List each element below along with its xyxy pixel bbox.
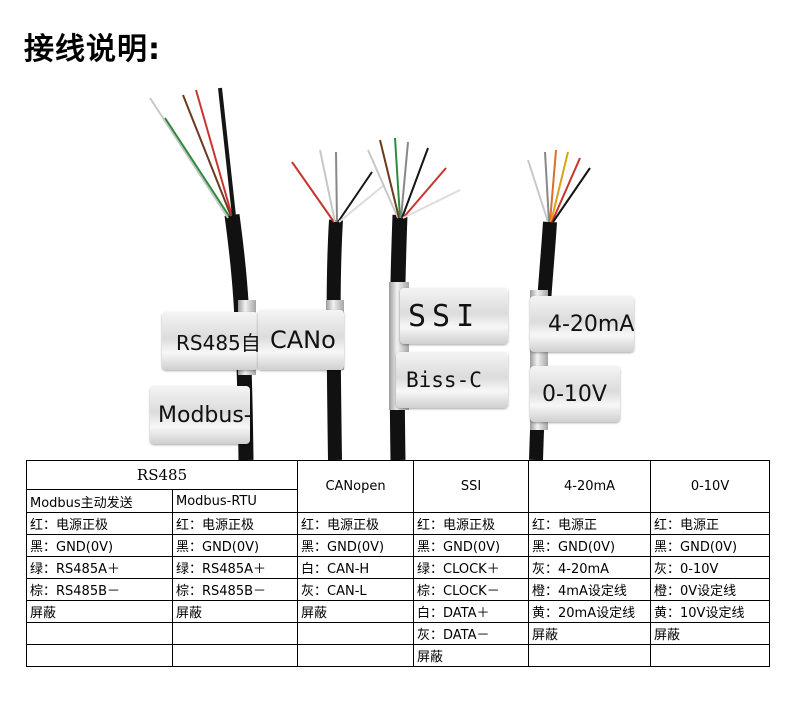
table-cell: 黑：GND(0V) — [171, 534, 299, 557]
table-cell: 红：电源正极 — [171, 512, 299, 535]
wiring-table: RS485 CANopen SSI 4-20mA 0-10V Modbus主动发… — [25, 460, 771, 667]
table-cell: 白：CAN-H — [297, 556, 415, 579]
table-cell: 黄：10V设定线 — [650, 600, 771, 623]
table-cell: 屏蔽 — [171, 600, 299, 623]
table-cell — [171, 622, 299, 645]
table-row: 棕：RS485B－ 棕：RS485B－ 灰：CAN-L 棕：CLOCK－ 橙：4… — [26, 578, 771, 601]
table-cell: 黑：GND(0V) — [413, 534, 530, 557]
table-cell — [171, 644, 299, 667]
table-cell: 棕：RS485B－ — [171, 578, 299, 601]
rs485-label-tag: RS485自 — [162, 312, 258, 370]
table-row: 灰：DATA－ 屏蔽 屏蔽 — [26, 622, 771, 645]
header-rs485: RS485 — [25, 460, 299, 490]
table-cell: 屏蔽 — [650, 622, 771, 645]
table-cell: 黑：GND(0V) — [650, 534, 771, 557]
table-cell: 白：DATA＋ — [413, 600, 530, 623]
table-cell: 红：电源正极 — [297, 512, 415, 535]
table-cell: 红：电源正极 — [413, 512, 530, 535]
table-cell: 屏蔽 — [528, 622, 652, 645]
table-row: 绿：RS485A＋ 绿：RS485A＋ 白：CAN-H 绿：CLOCK＋ 灰：4… — [26, 556, 771, 579]
table-subheader-row: Modbus主动发送 Modbus-RTU — [26, 489, 770, 513]
table-cell: 黑：GND(0V) — [528, 534, 652, 557]
table-cell: 屏蔽 — [26, 600, 173, 623]
table-cell — [297, 622, 415, 645]
table-cell: 屏蔽 — [413, 644, 530, 667]
voltage-label-tag: 0-10V — [530, 366, 620, 422]
table-cell: 绿：RS485A＋ — [171, 556, 299, 579]
table-cell: 棕：RS485B－ — [26, 578, 173, 601]
table-cell — [528, 644, 652, 667]
table-cell: 屏蔽 — [297, 600, 415, 623]
modbus-label-tag: Modbus- — [150, 386, 250, 444]
table-cell: 灰：CAN-L — [297, 578, 415, 601]
table-cell — [297, 644, 415, 667]
table-cell: 灰：4-20mA — [528, 556, 652, 579]
table-cell: 黑：GND(0V) — [297, 534, 415, 557]
header-ssi: SSI — [413, 460, 530, 513]
ma-label-tag: 4-20mA — [530, 296, 634, 352]
biss-label-tag: Biss-C — [396, 352, 508, 408]
table-row: 黑：GND(0V) 黑：GND(0V) 黑：GND(0V) 黑：GND(0V) … — [26, 534, 771, 557]
subheader-modbus-rtu: Modbus-RTU — [171, 489, 299, 513]
page-title: 接线说明: — [24, 32, 161, 67]
header-0-10v: 0-10V — [650, 460, 771, 513]
table-row: 屏蔽 屏蔽 屏蔽 白：DATA＋ 黄：20mA设定线 黄：10V设定线 — [26, 600, 771, 623]
table-cell: 棕：CLOCK－ — [413, 578, 530, 601]
table-cell: 红：电源正 — [528, 512, 652, 535]
table-cell: 灰：DATA－ — [413, 622, 530, 645]
table-cell — [650, 644, 771, 667]
table-cell: 黄：20mA设定线 — [528, 600, 652, 623]
header-canopen: CANopen — [297, 460, 415, 513]
canopen-cable — [291, 149, 385, 460]
table-header-row: RS485 CANopen SSI 4-20mA 0-10V — [25, 460, 771, 513]
table-row: 屏蔽 — [26, 644, 771, 667]
table-cell — [26, 622, 173, 645]
table-cell: 红：电源正 — [650, 512, 771, 535]
table-cell: 绿：CLOCK＋ — [413, 556, 530, 579]
table-cell — [26, 644, 173, 667]
table-cell: 橙：4mA设定线 — [528, 578, 652, 601]
table-cell: 橙：0V设定线 — [650, 578, 771, 601]
table-cell: 灰：0-10V — [650, 556, 771, 579]
table-cell: 红：电源正极 — [26, 512, 173, 535]
header-4-20ma: 4-20mA — [528, 460, 652, 513]
subheader-modbus-active: Modbus主动发送 — [26, 489, 173, 513]
table-cell: 绿：RS485A＋ — [26, 556, 173, 579]
ssi-label-tag: SSI — [400, 288, 508, 344]
canopen-label-tag: CANo — [258, 310, 344, 370]
table-row: 红：电源正极 红：电源正极 红：电源正极 红：电源正极 红：电源正 红：电源正 — [26, 512, 771, 535]
table-cell: 黑：GND(0V) — [26, 534, 173, 557]
cable-photo — [149, 87, 591, 460]
